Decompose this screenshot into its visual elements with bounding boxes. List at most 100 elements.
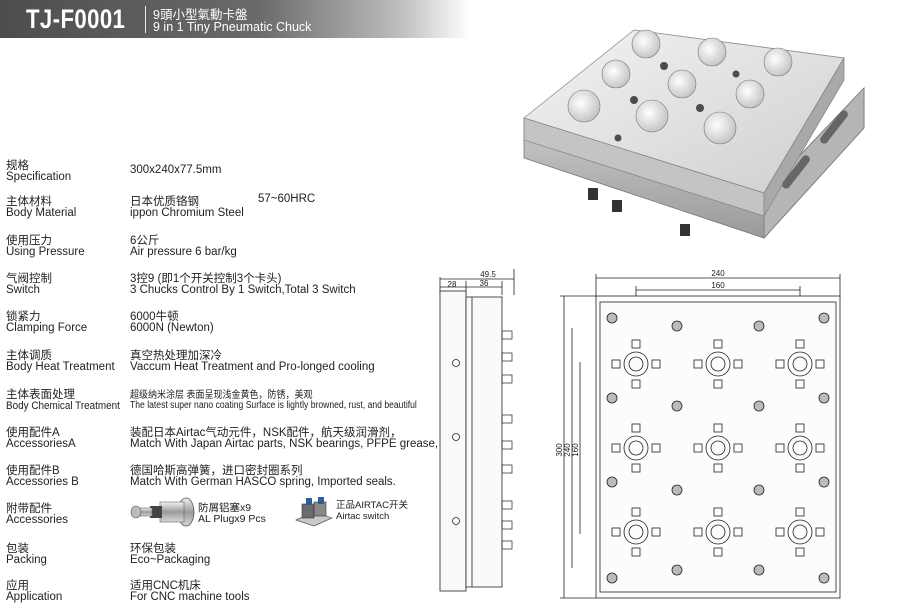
spec-label-zh: 气阀控制 (6, 273, 52, 285)
spec-label-en: Accessories (6, 514, 68, 526)
spec-label-zh: 包装 (6, 543, 29, 555)
jaw-slot (713, 379, 723, 389)
jaw-slot (631, 379, 641, 389)
spec-label-zh: 主体材料 (6, 196, 52, 208)
accessory-plug-name-zh: 防屑铝塞x9 (198, 502, 252, 514)
plan-view-drawing: 240 160 300 240 160 (556, 269, 841, 599)
chuck-outline (787, 351, 813, 377)
spec-row-clamping-force: 锁紧力 Clamping Force 6000牛顿 6000N (Newton) (0, 308, 470, 344)
spec-value-en: Eco~Packaging (130, 554, 211, 566)
spec-row-body-material: 主体材料 Body Material 日本优质铬钢 57~60HRC ippon… (0, 193, 470, 229)
accessory-plug-name-en: AL Plugx9 Pcs (198, 513, 266, 525)
jaw-slot (713, 547, 723, 557)
accessory-switch-label: 正品AIRTAC开关 Airtac switch (336, 500, 408, 522)
spec-value-zh: 真空热处理加深冷 (130, 350, 222, 362)
spec-row-application: 应用 Application 适用CNC机床 For CNC machine t… (0, 577, 470, 613)
jaw-slot (795, 339, 805, 349)
spec-value-en: Air pressure 6 bar/kg (130, 246, 237, 258)
spec-label-en: Switch (6, 284, 40, 296)
dim-plan-width: 240 (711, 269, 725, 278)
plug-icon (130, 497, 195, 527)
spec-label-zh: 主体表面处理 (6, 389, 75, 401)
spec-row-pressure: 使用压力 Using Pressure 6公斤 Air pressure 6 b… (0, 232, 470, 268)
jaw-slot (815, 359, 825, 369)
spec-value-hardness: 57~60HRC (258, 193, 316, 205)
spec-value-en: ippon Chromium Steel (130, 207, 244, 219)
jaw-slot (713, 463, 723, 473)
spec-value-en: Vaccum Heat Treatment and Pro-longed coo… (130, 361, 375, 373)
chuck-core (628, 356, 644, 372)
chuck-outline (705, 351, 731, 377)
jaw-slot (651, 527, 661, 537)
spec-row-heat-treatment: 主体调质 Body Heat Treatment 真空热处理加深冷 Vaccum… (0, 347, 470, 383)
spec-value-zh: 6000牛顿 (130, 311, 179, 323)
jaw-slot (775, 359, 785, 369)
spec-row-accessories-b: 使用配件B Accessories B 德国哈斯高弹簧，进口密封圈系列 Matc… (0, 462, 470, 498)
jaw-slot (713, 507, 723, 517)
accessory-switch-name-zh: 正品AIRTAC开关 (336, 500, 408, 511)
chuck-outline (787, 519, 813, 545)
side-view-drawing: 49.5 28 36 (439, 269, 515, 592)
mount-hole (818, 312, 830, 324)
mount-hole (671, 484, 683, 496)
dim-plan-pitch-y: 160 (571, 443, 580, 457)
jaw-slot (733, 443, 743, 453)
chuck-core (792, 356, 808, 372)
accessory-switch-name-en: Airtac switch (336, 511, 390, 522)
jaw-slot (631, 339, 641, 349)
dim-plan-pitch-x: 160 (711, 281, 725, 290)
spec-label-en: Clamping Force (6, 322, 88, 334)
spec-row-accessories-a: 使用配件A AccessoriesA 装配日本Airtac气动元件，NSK配件，… (0, 424, 470, 460)
chuck-outline (705, 519, 731, 545)
spec-value-en: 300x240x77.5mm (130, 164, 222, 176)
jaw-slot (631, 463, 641, 473)
mount-hole (606, 572, 618, 584)
spec-label-en: Application (6, 591, 63, 603)
spec-label-zh: 应用 (6, 580, 29, 592)
mount-hole (818, 476, 830, 488)
jaw-slot (693, 443, 703, 453)
mount-hole (818, 572, 830, 584)
mount-hole (753, 400, 765, 412)
spec-label-en: Specification (6, 171, 72, 183)
spec-value-zh: 环保包装 (130, 543, 176, 555)
dim-side-body: 36 (480, 279, 489, 288)
dim-side-overall: 49.5 (480, 270, 496, 279)
jaw-slot (775, 443, 785, 453)
spec-label-zh: 使用配件B (6, 465, 60, 477)
jaw-slot (611, 527, 621, 537)
mount-hole (671, 320, 683, 332)
jaw-slot (693, 527, 703, 537)
spec-value-en: The latest super nano coating Surface is… (130, 400, 417, 411)
jaw-slot (713, 423, 723, 433)
chuck-core (792, 440, 808, 456)
mount-hole (671, 400, 683, 412)
spec-value-en: Match With German HASCO spring, Imported… (130, 476, 396, 488)
spec-value-en: For CNC machine tools (130, 591, 250, 603)
spec-label-en: Accessories B (6, 476, 79, 488)
chuck-outline (787, 435, 813, 461)
product-photo (523, 29, 865, 240)
jaw-slot (795, 423, 805, 433)
mount-hole (606, 476, 618, 488)
spec-value-en: 3 Chucks Control By 1 Switch,Total 3 Swi… (130, 284, 356, 296)
accessory-plug-label: 防屑铝塞x9 AL Plugx9 Pcs (198, 503, 266, 525)
spec-value-en: Match With Japan Airtac parts, NSK beari… (130, 438, 439, 450)
jaw-slot (693, 359, 703, 369)
jaw-slot (611, 443, 621, 453)
spec-value-en: 6000N (Newton) (130, 322, 214, 334)
chuck-core (710, 524, 726, 540)
header-bar: TJ-F0001 9頭小型氣動卡盤 9 in 1 Tiny Pneumatic … (0, 0, 470, 38)
title-chinese: 9頭小型氣動卡盤 (153, 8, 248, 22)
jaw-slot (795, 463, 805, 473)
jaw-slot (611, 359, 621, 369)
spec-row-packing: 包装 Packing 环保包装 Eco~Packaging (0, 540, 470, 576)
header-divider (145, 6, 146, 33)
spec-value-zh: 日本优质铬钢 (130, 196, 199, 208)
jaw-slot (795, 379, 805, 389)
jaw-slot (631, 547, 641, 557)
mount-hole (671, 564, 683, 576)
chuck-outline (623, 519, 649, 545)
spec-row-switch: 气阀控制 Switch 3控9 (即1个开关控制3个卡头) 3 Chucks C… (0, 270, 470, 306)
spec-value-zh: 超级纳米涂层 表面呈现浅金黄色，防锈，美观 (130, 390, 313, 401)
